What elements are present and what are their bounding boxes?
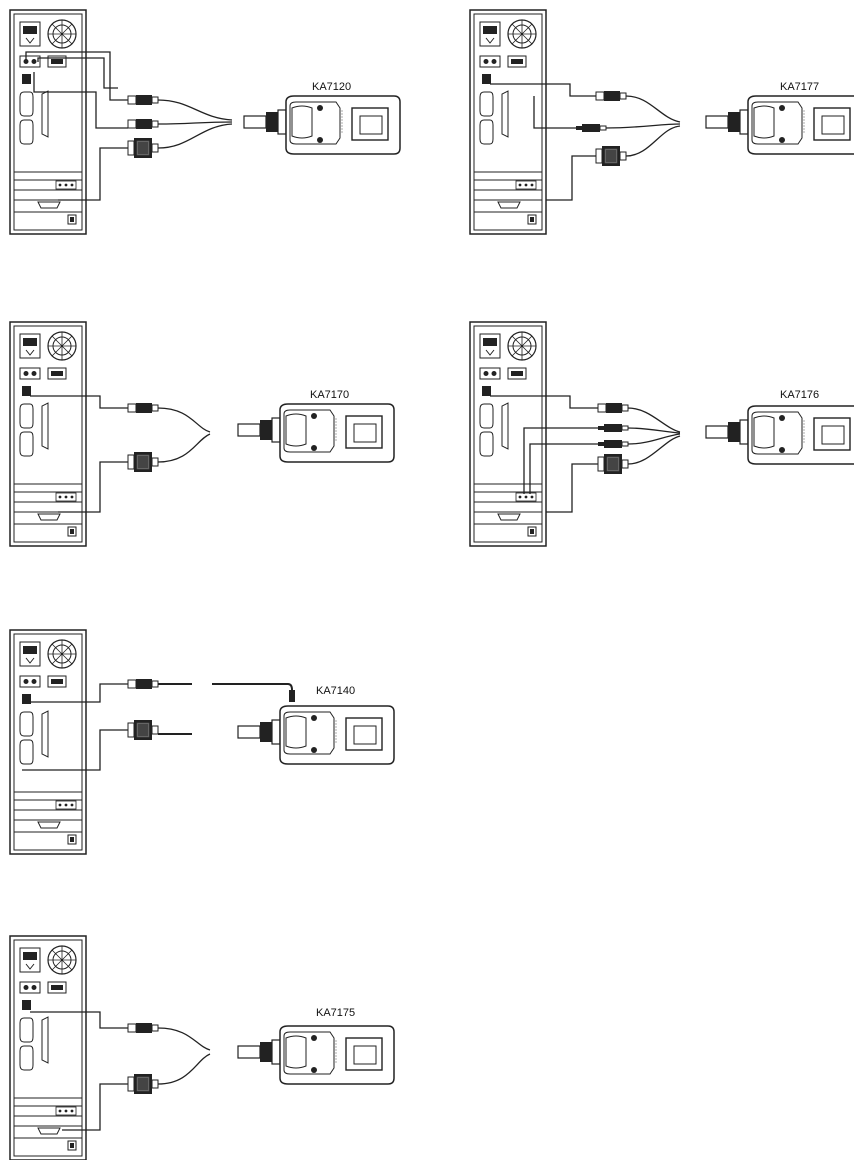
kvm-adapter-icon — [244, 96, 400, 154]
usb-plug-icon — [128, 403, 158, 413]
vga-plug-icon — [128, 452, 158, 472]
usb-plug-icon — [598, 403, 628, 413]
vga-plug-icon — [128, 138, 158, 158]
ps2-plug-icon — [128, 119, 158, 129]
vga-plug-icon — [128, 720, 158, 740]
audio-plug-icon — [598, 424, 628, 432]
audio-plug-icon — [598, 440, 628, 448]
model-label: KA7170 — [310, 389, 349, 401]
computer-tower-icon — [10, 630, 86, 854]
model-label: KA7140 — [316, 685, 355, 697]
diagram-ka7176: KA7176 — [470, 322, 854, 546]
diagram-ka7120: KA7120 — [10, 10, 400, 234]
model-label: KA7176 — [780, 389, 819, 401]
serial-plug-icon — [128, 679, 158, 689]
kvm-adapter-icon — [238, 1026, 394, 1084]
kvm-adapter-icon — [706, 96, 854, 154]
computer-tower-icon — [470, 322, 546, 546]
computer-tower-icon — [10, 936, 86, 1160]
vga-plug-icon — [596, 146, 626, 166]
usb-plug-icon — [596, 91, 626, 101]
kvm-adapter-icon — [706, 406, 854, 464]
diagram-ka7170: KA7170 — [10, 322, 394, 546]
kvm-adapter-icon — [238, 706, 394, 764]
audio-plug-icon — [576, 124, 606, 132]
diagram-ka7177: KA7177 — [470, 10, 854, 234]
usb-plug-icon — [128, 1023, 158, 1033]
vga-plug-icon — [598, 454, 628, 474]
kvm-adapter-icon — [238, 404, 394, 462]
diagram-ka7140: KA7140 — [10, 630, 394, 854]
model-label: KA7120 — [312, 81, 351, 93]
vga-plug-icon — [128, 1074, 158, 1094]
ps2-plug-icon — [128, 95, 158, 105]
diagram-ka7175: KA7175 — [10, 936, 394, 1160]
model-label: KA7177 — [780, 81, 819, 93]
model-label: KA7175 — [316, 1007, 355, 1019]
